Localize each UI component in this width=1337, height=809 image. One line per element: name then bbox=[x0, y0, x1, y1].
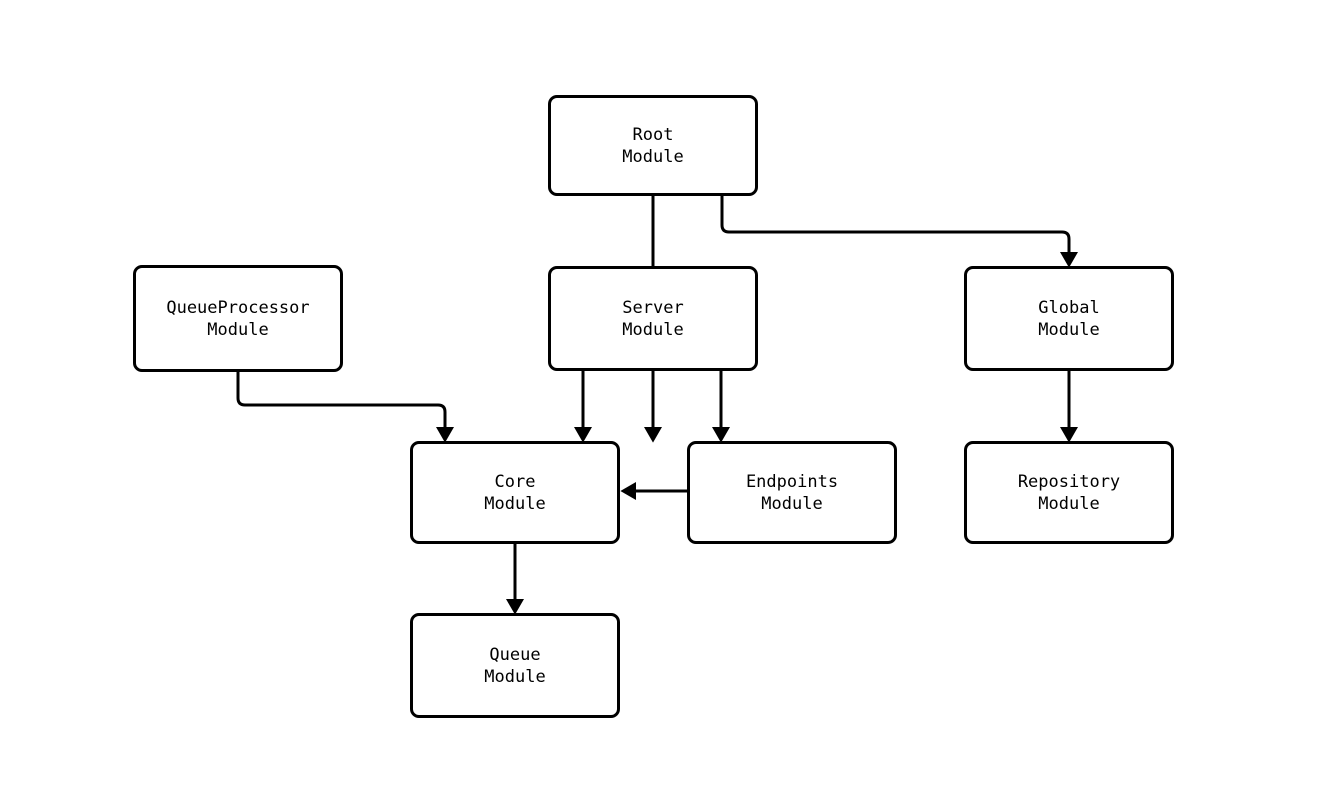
node-label-primary: QueueProcessor bbox=[166, 297, 310, 318]
node-label-primary: Root bbox=[632, 124, 674, 145]
node-label-secondary: Module bbox=[622, 319, 684, 340]
edge-root-to-global bbox=[720, 196, 1078, 268]
node-label-primary: Endpoints bbox=[745, 471, 839, 492]
edges-group bbox=[236, 196, 1078, 615]
edge-queueprocessor-to-core bbox=[236, 372, 454, 443]
node-label-primary: Core bbox=[494, 471, 536, 492]
node-label-secondary: Module bbox=[1038, 493, 1100, 514]
node-label-primary: Global bbox=[1038, 297, 1100, 318]
node-label-primary: Server bbox=[622, 297, 684, 318]
node-label-secondary: Module bbox=[1038, 319, 1100, 340]
node-label-primary: Repository bbox=[1017, 471, 1121, 492]
node-label-secondary: Module bbox=[761, 493, 823, 514]
node-label-primary: Queue bbox=[489, 644, 541, 665]
node-label-secondary: Module bbox=[622, 146, 684, 167]
node-label-secondary: Module bbox=[484, 493, 546, 514]
node-label-secondary: Module bbox=[484, 666, 546, 687]
node-label-secondary: Module bbox=[207, 319, 269, 340]
